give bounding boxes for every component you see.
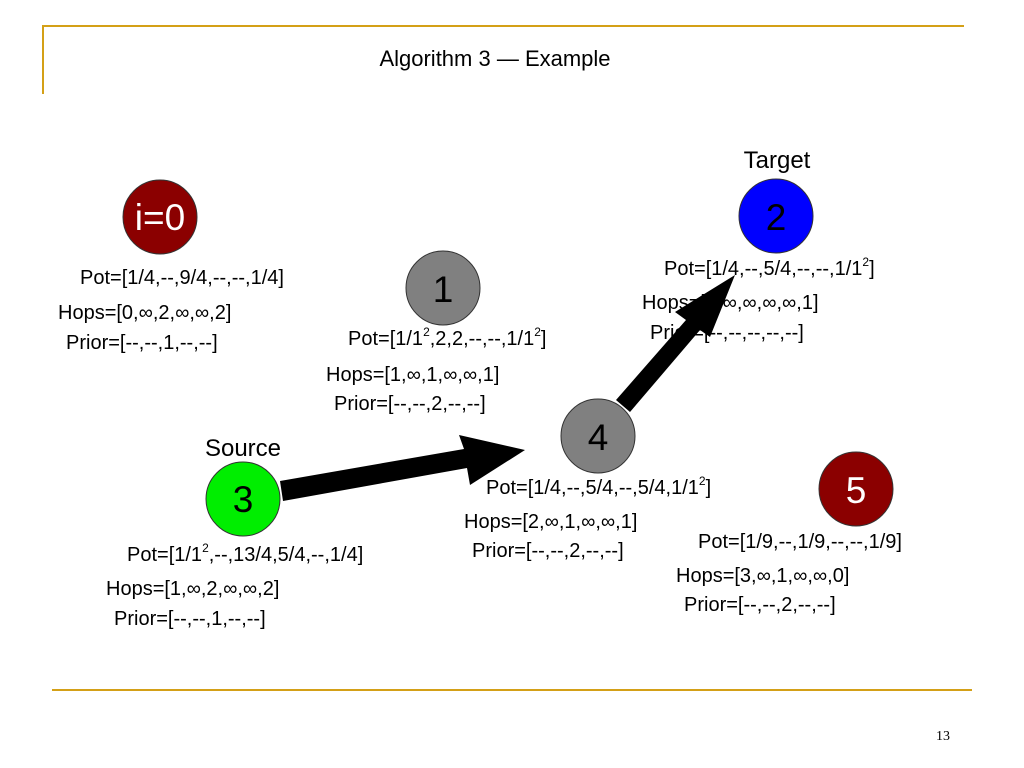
bottom-rule (52, 689, 972, 691)
node-4-info: Pot=[1/4,--,5/4,--,5/4,1/12] Hops=[2,∞,1… (464, 474, 711, 562)
node-1-pot: Pot=[1/12,2,2,--,--,1/12] (348, 325, 546, 350)
node-i0-pot: Pot=[1/4,--,9/4,--,--,1/4] (80, 267, 284, 289)
page-number: 13 (936, 729, 950, 744)
node-i0-prior: Prior=[--,--,1,--,--] (66, 332, 218, 354)
node-4-pot: Pot=[1/4,--,5/4,--,5/4,1/12] (486, 474, 711, 499)
node-1: 1 (405, 250, 481, 326)
node-5-info: Pot=[1/9,--,1/9,--,--,1/9] Hops=[3,∞,1,∞… (676, 531, 902, 616)
edge-3-to-4 (280, 435, 525, 501)
target-label: Target (744, 147, 811, 174)
node-5-prior: Prior=[--,--,2,--,--] (684, 594, 836, 616)
node-3-label: 3 (233, 479, 254, 520)
node-2-hops: Hops=[2,∞,∞,∞,∞,1] (642, 292, 819, 314)
node-5-label: 5 (846, 470, 867, 511)
node-4-prior: Prior=[--,--,2,--,--] (472, 540, 624, 562)
node-4: 4 (560, 398, 636, 474)
node-3-hops: Hops=[1,∞,2,∞,∞,2] (106, 578, 279, 600)
node-i0-label: i=0 (135, 197, 185, 238)
slide-title: Algorithm 3 — Example (379, 46, 611, 71)
node-5: 5 (818, 451, 894, 527)
node-i0: i=0 (122, 179, 198, 255)
node-1-hops: Hops=[1,∞,1,∞,∞,1] (326, 364, 499, 386)
node-4-label: 4 (588, 417, 609, 458)
node-1-label: 1 (433, 269, 454, 310)
node-3-prior: Prior=[--,--,1,--,--] (114, 608, 266, 630)
node-2-label: 2 (766, 197, 787, 238)
node-2-pot: Pot=[1/4,--,5/4,--,--,1/12] (664, 255, 875, 280)
edge-4-to-2 (616, 275, 735, 412)
node-4-hops: Hops=[2,∞,1,∞,∞,1] (464, 511, 637, 533)
node-2: Target 2 (738, 147, 814, 254)
frame-top-rule (42, 25, 964, 27)
node-1-info: Pot=[1/12,2,2,--,--,1/12] Hops=[1,∞,1,∞,… (326, 325, 546, 415)
frame-left-rule (42, 25, 44, 94)
node-3: Source 3 (205, 435, 281, 537)
node-i0-hops: Hops=[0,∞,2,∞,∞,2] (58, 302, 231, 324)
node-3-info: Pot=[1/12,--,13/4,5/4,--,1/4] Hops=[1,∞,… (106, 541, 363, 630)
node-i0-info: Pot=[1/4,--,9/4,--,--,1/4] Hops=[0,∞,2,∞… (58, 267, 284, 354)
node-5-pot: Pot=[1/9,--,1/9,--,--,1/9] (698, 531, 902, 553)
source-label: Source (205, 435, 281, 462)
node-3-pot: Pot=[1/12,--,13/4,5/4,--,1/4] (127, 541, 363, 566)
node-1-prior: Prior=[--,--,2,--,--] (334, 393, 486, 415)
node-5-hops: Hops=[3,∞,1,∞,∞,0] (676, 565, 849, 587)
